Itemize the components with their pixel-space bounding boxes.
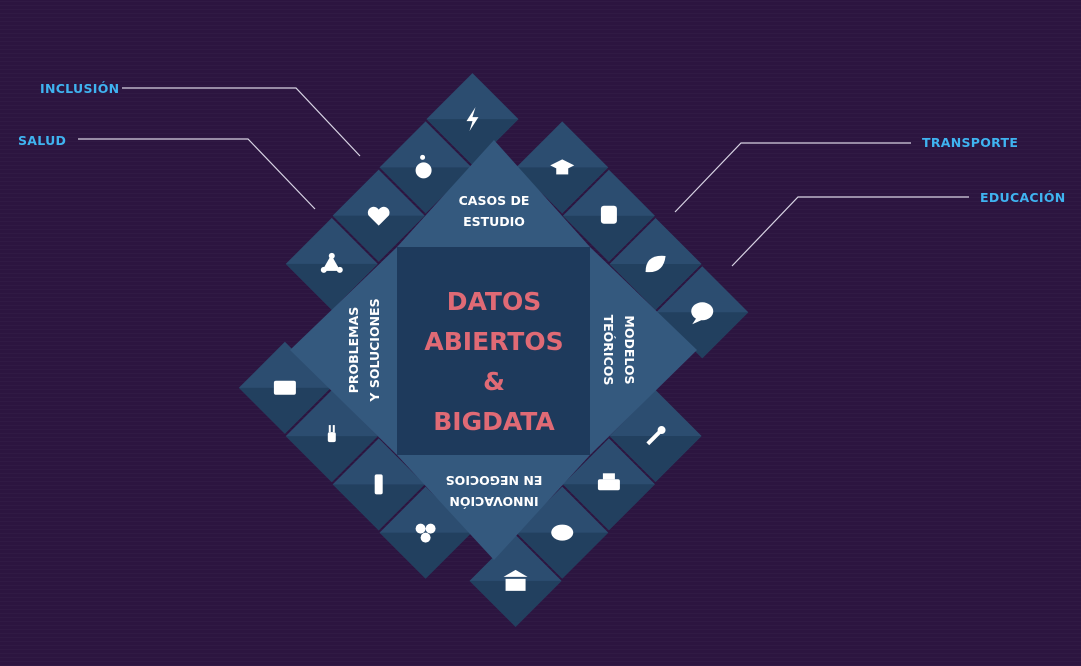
- sector-label-left: PROBLEMAS Y SOLUCIONES: [343, 290, 385, 410]
- tile-shade: [516, 532, 609, 579]
- printer-icon-glyph: [597, 479, 620, 491]
- network-icon: [320, 252, 343, 273]
- sector-left: [290, 247, 397, 455]
- tile-printer: [562, 438, 655, 531]
- sector-label-bottom-line1: INNOVACIÓN: [449, 494, 539, 509]
- sector-label-right: MODELOS TEÓRICOS: [598, 305, 640, 395]
- wheelchair-icon-glyph: [420, 154, 426, 160]
- sector-label-bottom: INNOVACIÓN EN NEGOCIOS: [434, 470, 554, 512]
- tile-heart: [332, 169, 425, 262]
- tile-shade: [656, 312, 749, 359]
- coins-icon-glyph: [415, 523, 426, 534]
- heart-icon: [367, 206, 390, 226]
- tile-shade: [238, 387, 331, 434]
- callout-inclusion: INCLUSIÓN: [40, 81, 120, 96]
- printer-icon-glyph: [602, 473, 615, 480]
- tile-lightning: [426, 73, 519, 166]
- coins-icon-glyph: [425, 523, 436, 534]
- tile-shade: [562, 215, 655, 262]
- graduation-cap-icon-glyph: [556, 168, 569, 175]
- bus-icon-glyph: [602, 208, 615, 215]
- center-title-line4: BIGDATA: [433, 407, 555, 436]
- wheelchair-icon: [415, 154, 432, 179]
- sector-right: [590, 247, 697, 455]
- chat-bubble-icon: [691, 302, 714, 325]
- tile-shade: [609, 263, 702, 310]
- callout-line-transporte: [674, 142, 911, 213]
- plug-icon-glyph: [328, 425, 331, 433]
- piggy-bank-icon: [551, 524, 574, 541]
- tile-usb-drive: [332, 438, 425, 531]
- callout-line-salud: [78, 138, 316, 210]
- center-title-line2: ABIERTOS: [424, 327, 564, 356]
- sector-top: [397, 140, 590, 247]
- graduation-cap-icon: [550, 159, 575, 175]
- center-title: DATOS ABIERTOS & BIGDATA: [398, 282, 590, 442]
- usb-drive-icon: [374, 474, 383, 495]
- center-title-line3: &: [483, 367, 505, 396]
- tile-shade: [379, 167, 472, 214]
- leaf-icon-glyph: [645, 255, 666, 273]
- tile-network: [285, 217, 378, 310]
- tile-shade: [332, 215, 425, 262]
- tools-icon: [646, 426, 666, 446]
- tile-shade: [285, 436, 378, 483]
- plug-icon-glyph: [327, 432, 336, 443]
- tile-shade: [379, 532, 472, 579]
- tile-bus: [562, 169, 655, 262]
- printer-icon: [597, 473, 620, 491]
- id-card-icon-glyph: [276, 383, 283, 390]
- bus-icon: [600, 205, 617, 224]
- coins-icon-glyph: [420, 532, 431, 543]
- wheelchair-icon-glyph: [415, 162, 432, 179]
- tile-shade: [469, 580, 562, 627]
- sector-label-left-line2: Y SOLUCIONES: [367, 298, 382, 402]
- plug-icon: [327, 425, 336, 443]
- sector-label-top: CASOS DE ESTUDIO: [444, 190, 544, 232]
- usb-drive-icon-glyph: [374, 474, 383, 495]
- sectors: [290, 140, 697, 560]
- center-title-line1: DATOS: [446, 287, 542, 316]
- tile-shade: [609, 436, 702, 483]
- piggy-bank-icon-glyph: [551, 524, 574, 541]
- id-card-icon: [273, 380, 296, 395]
- bank-icon: [503, 569, 528, 591]
- tile-shade: [426, 119, 519, 166]
- callout-line-inclusion: [122, 87, 361, 157]
- tile-shade: [562, 484, 655, 531]
- sector-label-top-line1: CASOS DE: [458, 193, 530, 208]
- sector-bottom: [397, 455, 590, 560]
- sector-label-bottom-line2: EN NEGOCIOS: [445, 473, 543, 488]
- tile-leaf: [609, 217, 702, 310]
- chat-bubble-icon-glyph: [691, 302, 714, 321]
- callout-line-educacion: [731, 196, 969, 267]
- tile-shade: [332, 484, 425, 531]
- sector-label-right-line2: TEÓRICOS: [601, 314, 616, 386]
- bank-icon-glyph: [503, 569, 528, 577]
- sector-label-top-line2: ESTUDIO: [463, 214, 525, 229]
- tools-icon-glyph: [657, 426, 666, 435]
- sector-label-right-line1: MODELOS: [622, 315, 637, 385]
- coins-icon: [415, 523, 436, 543]
- callout-transporte: TRANSPORTE: [922, 135, 1019, 150]
- lightning-icon-glyph: [466, 107, 479, 132]
- network-icon-glyph: [322, 255, 340, 271]
- tile-shade: [285, 263, 378, 310]
- tile-shade: [516, 167, 609, 214]
- tile-piggy-bank: [516, 486, 609, 579]
- sector-label-left-line1: PROBLEMAS: [346, 306, 361, 394]
- chat-bubble-icon-glyph: [692, 318, 702, 325]
- callout-lines: [78, 87, 969, 267]
- callout-educacion: EDUCACIÓN: [980, 190, 1066, 205]
- heart-icon-glyph: [367, 206, 390, 226]
- plug-icon-glyph: [332, 425, 335, 433]
- bank-icon-glyph: [505, 578, 526, 591]
- leaf-icon: [645, 255, 666, 273]
- lightning-icon: [466, 107, 479, 132]
- center-square: [397, 247, 590, 455]
- callout-salud: SALUD: [18, 133, 67, 148]
